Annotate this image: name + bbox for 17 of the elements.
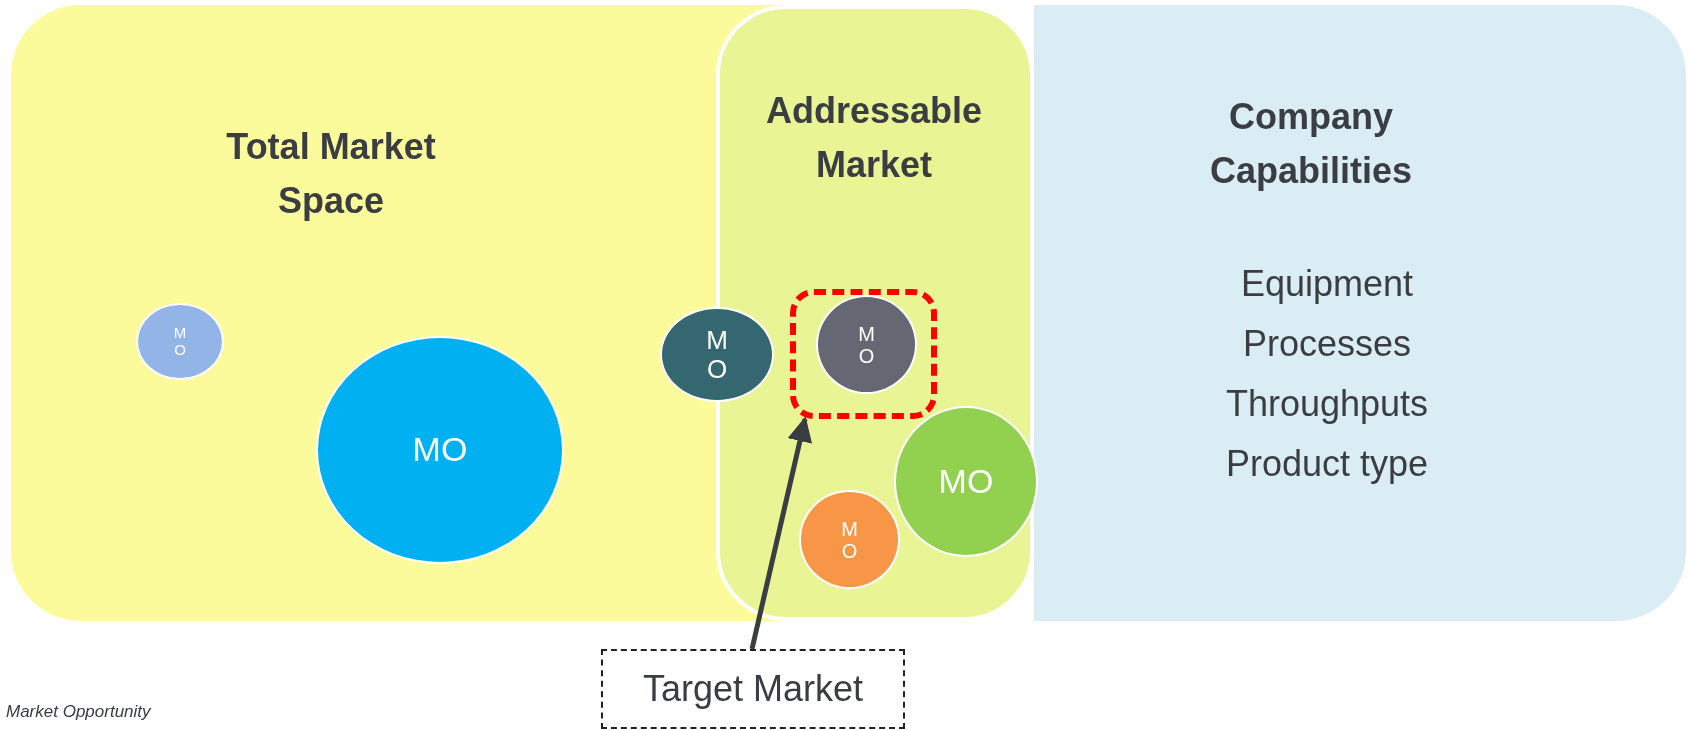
opportunity-circle: MO: [816, 295, 917, 394]
region-heading: Addressable Market: [764, 89, 984, 187]
capability-item: Processes: [1241, 323, 1413, 365]
opportunity-circle: MO: [894, 406, 1038, 557]
footnote: Market Opportunity: [6, 702, 151, 722]
region-heading: Company Capabilities: [1208, 95, 1414, 193]
opportunity-circle: MO: [660, 307, 774, 402]
capability-item: Equipment: [1239, 263, 1415, 305]
capability-item: Product type: [1224, 443, 1430, 485]
opportunity-circle: MO: [136, 303, 224, 380]
opportunity-circle: MO: [799, 490, 900, 589]
region-heading: Total Market Space: [225, 125, 437, 223]
opportunity-circle: MO: [316, 336, 564, 564]
callout-box: Target Market: [601, 649, 905, 729]
target-highlight-box: [790, 289, 937, 419]
capabilities-region: [1034, 5, 1686, 621]
capability-item: Throughputs: [1224, 383, 1430, 425]
